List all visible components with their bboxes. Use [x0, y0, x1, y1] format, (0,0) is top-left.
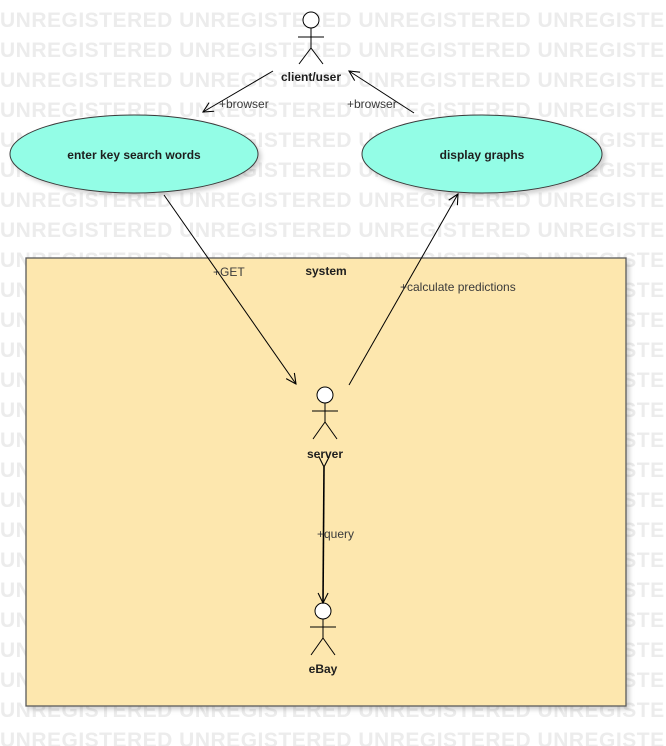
association-server-to-graphs[interactable]: +calculate predictions: [348, 194, 516, 386]
association-label: +query: [317, 527, 354, 541]
association-search-to-server[interactable]: +GET: [163, 194, 296, 384]
use-case-display-graphs[interactable]: display graphs: [361, 114, 603, 194]
actor-icon: [312, 386, 338, 440]
actor-icon: [310, 602, 336, 656]
actor-icon: [298, 11, 324, 65]
actor-client-user[interactable]: client/user: [281, 11, 341, 84]
actor-server[interactable]: server: [307, 386, 343, 461]
actor-label: client/user: [281, 70, 341, 84]
association-graphs-to-client[interactable]: +browser: [347, 71, 415, 114]
actor-label: server: [307, 447, 343, 461]
actor-label: eBay: [309, 662, 338, 676]
association-label: +browser: [347, 97, 397, 111]
association-label: +GET: [213, 265, 245, 279]
association-label: +calculate predictions: [400, 280, 516, 294]
association-client-to-search[interactable]: +browser: [203, 70, 274, 112]
system-label: system: [305, 264, 346, 278]
association-server-ebay[interactable]: +query: [317, 467, 354, 603]
use-case-label: enter key search words: [67, 148, 201, 162]
association-label: +browser: [219, 97, 269, 111]
actor-ebay[interactable]: eBay: [309, 602, 338, 676]
use-case-label: display graphs: [440, 148, 525, 162]
use-case-enter-key-search-words[interactable]: enter key search words: [9, 114, 259, 194]
system-boundary[interactable]: [25, 257, 627, 707]
